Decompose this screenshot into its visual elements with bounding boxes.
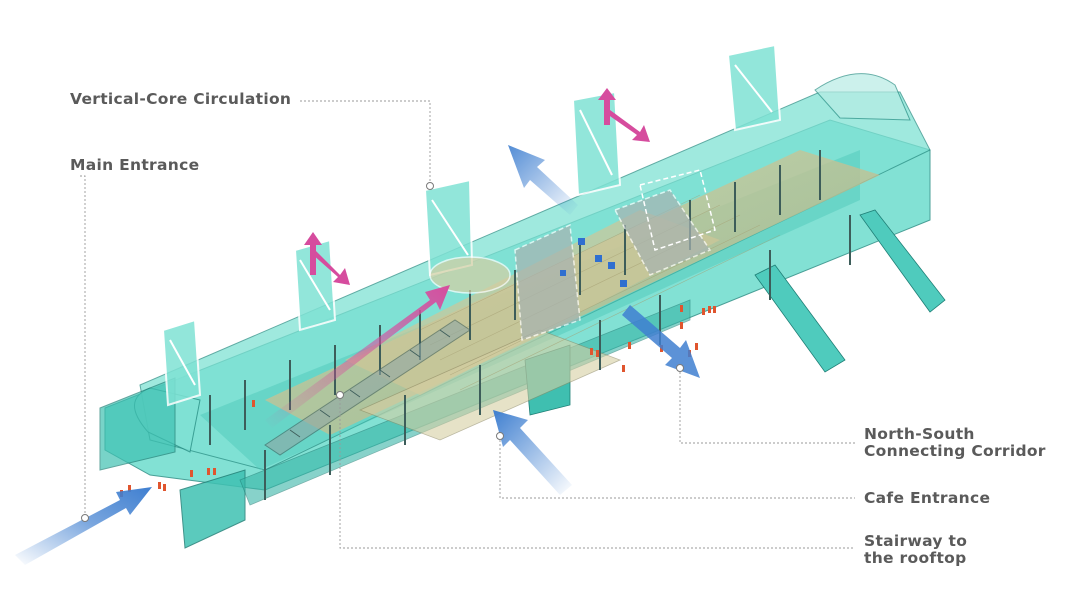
- main-entrance-arrow: [15, 487, 152, 565]
- ns-corridor-arrow: [622, 305, 700, 378]
- label-main-entrance: Main Entrance: [70, 156, 200, 174]
- columns: [209, 150, 851, 500]
- leader-vertical-core: [300, 100, 431, 186]
- cafe-volumes: [514, 169, 716, 342]
- stairway: [264, 319, 471, 456]
- label-stairway-line2: the rooftop: [864, 549, 967, 567]
- label-vertical-core-circulation: Vertical-Core Circulation: [70, 90, 292, 108]
- leader-ns-corridor: [679, 368, 855, 444]
- label-stairway: Stairway to the rooftop: [864, 533, 967, 567]
- stair-up-arrow: [265, 285, 450, 428]
- core-arrow-2: [304, 232, 350, 285]
- core-tower-4: [571, 90, 622, 197]
- north-exit-arrow: [508, 145, 578, 215]
- label-ns-line1: North-South: [864, 425, 975, 443]
- leader-main-entrance: [80, 175, 86, 518]
- label-ns-line2: Connecting Corridor: [864, 442, 1046, 460]
- core-tower-5: [726, 43, 782, 132]
- leader-cafe: [499, 436, 855, 499]
- leader-lines: [80, 100, 855, 549]
- leader-endpoints: [81, 182, 684, 522]
- cafe-entrance-arrow: [493, 410, 572, 495]
- vertical-arrows: [265, 88, 650, 428]
- label-north-south-corridor: North-South Connecting Corridor: [864, 426, 1046, 460]
- core-tower-1: [161, 318, 202, 407]
- entry-arrows: [15, 145, 700, 565]
- leader-stairway: [339, 395, 855, 549]
- core-arrow-4: [598, 88, 650, 142]
- label-stairway-line1: Stairway to: [864, 532, 968, 550]
- label-cafe-entrance: Cafe Entrance: [864, 489, 991, 507]
- atrium-circle: [429, 256, 511, 294]
